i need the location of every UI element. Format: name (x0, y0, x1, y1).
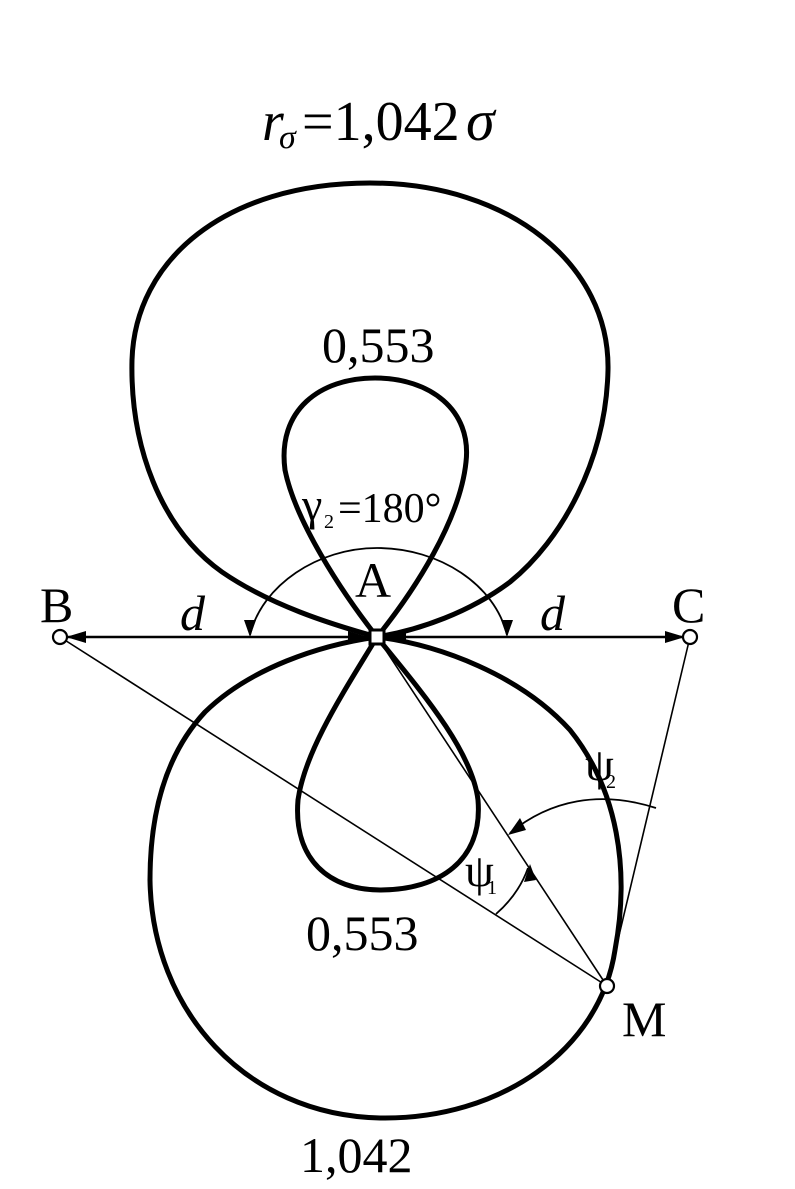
label-point-b: B (40, 577, 73, 633)
gamma-arrow-right (501, 620, 513, 637)
psi1-arc (495, 867, 529, 915)
label-distance-right: d (540, 585, 566, 641)
title-r-symbol: r (262, 91, 284, 153)
inner-lobe-upper (281, 375, 470, 640)
psi2-arrow (508, 818, 526, 835)
psi2-symbol: ψ (585, 739, 614, 790)
point-c-marker (681, 628, 699, 646)
label-outer-bottom: 1,042 (300, 1127, 413, 1183)
gamma-arc (249, 547, 508, 636)
arrowhead-a-left (348, 631, 368, 643)
arrowhead-a-right (386, 631, 406, 643)
gamma-symbol: γ (301, 479, 322, 530)
title-equation: =1,042 (302, 91, 460, 153)
gamma-value: =180° (338, 486, 441, 532)
gamma-arrow-left (244, 620, 256, 637)
outer-lobe-upper (129, 180, 611, 640)
label-distance-left: d (180, 585, 206, 641)
psi1-symbol: ψ (465, 845, 494, 896)
title-sigma: σ (466, 88, 497, 153)
psi2-subscript: 2 (606, 771, 616, 793)
outer-lobe-lower (147, 634, 624, 1121)
arrowhead-c (665, 631, 685, 643)
line-a-m (376, 636, 608, 987)
label-inner-bottom: 0,553 (306, 905, 419, 961)
inner-lobe-lower (295, 634, 481, 893)
label-inner-top: 0,553 (322, 317, 435, 373)
point-m-marker (598, 977, 616, 995)
line-c-m (606, 636, 691, 987)
title-r-subscript: σ (279, 119, 297, 156)
psi2-arc (509, 798, 657, 834)
label-point-c: C (672, 577, 705, 633)
psi1-subscript: 1 (487, 877, 497, 899)
psi1-arrow (524, 864, 536, 882)
gamma-subscript: 2 (324, 511, 334, 533)
arrowhead-b (66, 631, 86, 643)
point-b-marker (51, 628, 69, 646)
point-a-marker (368, 628, 386, 646)
label-point-a: A (355, 552, 391, 608)
line-b-m (59, 636, 608, 987)
label-point-m: M (622, 991, 666, 1047)
